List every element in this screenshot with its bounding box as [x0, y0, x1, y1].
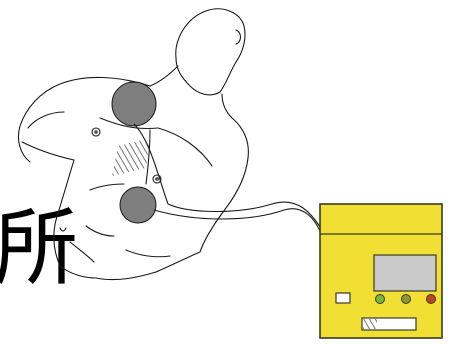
lower-electrode-pad — [120, 187, 156, 223]
chest-shading — [112, 138, 150, 176]
aed-display-screen — [374, 255, 436, 291]
electrode-cables — [134, 124, 322, 236]
aed-led-green — [376, 295, 385, 304]
aed-side-button — [336, 293, 350, 303]
aed-led-olive — [402, 295, 411, 304]
aed-led-red — [427, 295, 436, 304]
aed-device — [320, 204, 442, 338]
aed-card-slot-hatch — [363, 319, 377, 329]
upper-electrode-pad — [112, 82, 156, 126]
